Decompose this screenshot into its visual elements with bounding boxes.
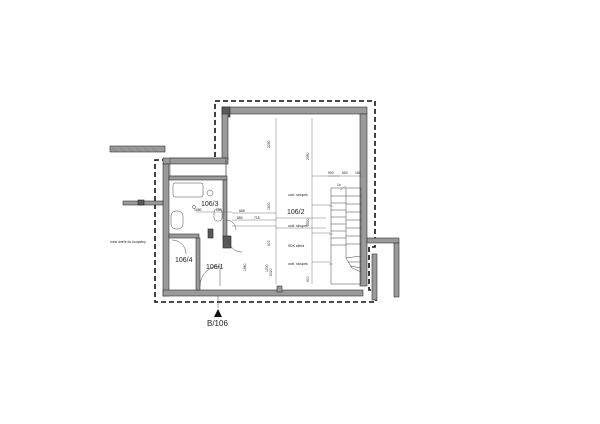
dim-2520: 2520: [306, 218, 310, 226]
room-label-106-2: 106/2: [287, 209, 305, 216]
note-steel-column-bottom: ocel. sloupek: [288, 262, 308, 266]
dim-900: 900: [306, 276, 310, 282]
staircase: [329, 185, 362, 285]
room-label-106-4: 106/4: [175, 257, 193, 264]
external-walls: [109, 106, 400, 301]
note-vent: mezi dveře do koupelny: [110, 240, 146, 244]
dim-1200: 1200: [265, 264, 269, 272]
bathroom-fixtures: [170, 182, 223, 230]
dim-1600: 1600: [267, 202, 271, 210]
note-steel-column-mid: ocel. sloupek: [288, 224, 308, 228]
dim-600-stair: 600: [342, 171, 348, 175]
dim-150-stair: 150: [355, 171, 361, 175]
section-marker: [214, 296, 222, 317]
dim-900-stair: 900: [328, 171, 334, 175]
dim-850: 850: [237, 216, 243, 220]
dim-600: 600: [267, 240, 271, 246]
washbasin: [213, 208, 223, 222]
dim-2550: 2550: [306, 152, 310, 160]
interior-partitions: [168, 157, 232, 291]
note-drywall: SDK stěna: [288, 244, 304, 248]
dim-1080: 1080: [194, 208, 202, 212]
dim-150-bath: 150: [216, 208, 222, 212]
room-label-106-3: 106/3: [201, 201, 219, 208]
dim-1960: 1960: [243, 263, 247, 271]
room-label-106-1: 106/1: [206, 264, 224, 271]
section-label: B/106: [207, 319, 228, 328]
doors: [171, 219, 243, 287]
toilet: [170, 210, 184, 230]
note-steel-column-top: ocel. sloupek: [288, 193, 308, 197]
section-arrow-icon: [214, 309, 222, 317]
dim-715: 715: [254, 216, 260, 220]
bathtub: [172, 182, 204, 198]
neighbour-hatch-left: [111, 147, 159, 206]
dim-665: 665: [239, 209, 245, 213]
dimension-lines: [196, 118, 362, 284]
dim-2020: 2020: [269, 268, 273, 276]
dim-2290: 2290: [267, 140, 271, 148]
note-stair-direction: 1x: [337, 183, 341, 187]
